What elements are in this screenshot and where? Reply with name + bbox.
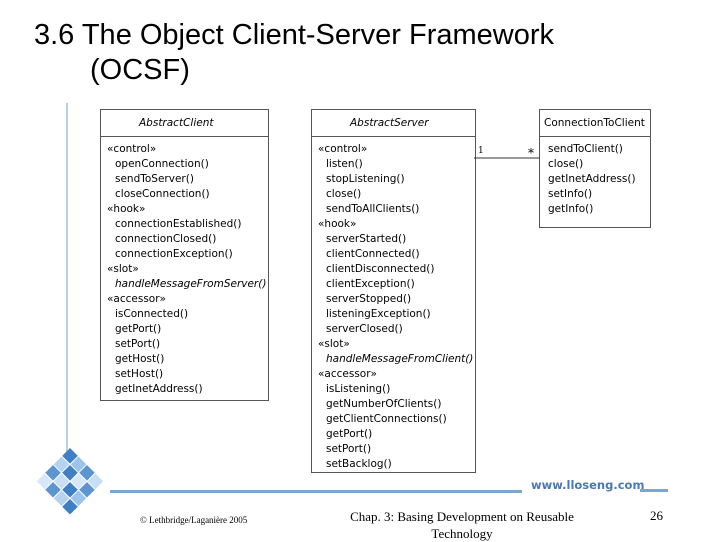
operation-label: sendToAllClients() [326, 203, 420, 215]
operation-label: serverClosed() [326, 323, 403, 335]
operation-label: getPort() [326, 428, 373, 440]
operation-label: stopListening() [326, 173, 405, 185]
operation-label: clientDisconnected() [326, 263, 435, 275]
operation-label: sendToClient() [548, 143, 623, 155]
operation-label: setInfo() [548, 188, 593, 200]
operation-label: handleMessageFromClient() [326, 353, 474, 365]
operation-label: close() [548, 158, 584, 170]
chapter-footer: Chap. 3: Basing Development on Reusable … [350, 509, 574, 541]
operation-label: closeConnection() [115, 188, 210, 200]
stereotype-label: «slot» [318, 338, 350, 350]
page-number: 26 [650, 508, 663, 523]
operation-label: getNumberOfClients() [326, 398, 442, 410]
stereotype-label: «hook» [318, 218, 357, 230]
operation-label: getInfo() [548, 203, 594, 215]
slide-title: 3.6 The Object Client-Server Framework (… [34, 18, 554, 88]
connection-to-client-operations: sendToClient() close() getInetAddress() set… [540, 137, 650, 217]
title-line-2: (OCSF) [90, 54, 190, 86]
operation-label: setPort() [115, 338, 161, 350]
operation-label: setBacklog() [326, 458, 392, 470]
operation-label: listen() [326, 158, 363, 170]
connection-to-client-name: ConnectionToClient [540, 110, 650, 137]
operation-label: connectionException() [115, 248, 233, 260]
stereotype-label: «control» [318, 143, 368, 155]
operation-label: setPort() [326, 443, 372, 455]
operation-label: close() [326, 188, 362, 200]
operation-label: getPort() [115, 323, 162, 335]
abstract-server-name: AbstractServer [312, 110, 475, 137]
vertical-accent-rule [66, 103, 68, 453]
title-line-1: 3.6 The Object Client-Server Framework [34, 19, 555, 51]
operation-label: openConnection() [115, 158, 209, 170]
operation-label: connectionEstablished() [115, 218, 242, 230]
stereotype-label: «accessor» [107, 293, 166, 305]
stereotype-label: «accessor» [318, 368, 377, 380]
operation-label: clientException() [326, 278, 415, 290]
operation-label: sendToServer() [115, 173, 194, 185]
operation-label: serverStarted() [326, 233, 407, 245]
site-url: www.lloseng.com [531, 478, 645, 492]
abstract-client-operations: «control» openConnection() sendToServer() c… [101, 137, 268, 397]
abstract-server-operations: «control» listen() stopListening() close() s… [312, 137, 475, 472]
operation-label: clientConnected() [326, 248, 420, 260]
stereotype-label: «hook» [107, 203, 146, 215]
connection-to-client-class: ConnectionToClient sendToClient() close()… [539, 109, 651, 228]
operation-label: getInetAddress() [115, 383, 203, 395]
stereotype-label: «control» [107, 143, 157, 155]
mosaic-logo-icon [36, 448, 104, 515]
operation-label: getInetAddress() [548, 173, 636, 185]
operation-label: connectionClosed() [115, 233, 217, 245]
server-multiplicity: 1 [478, 146, 484, 156]
abstract-client-class: AbstractClient «control» openConnection()… [100, 109, 269, 401]
horizontal-accent-rule-right [640, 489, 668, 492]
abstract-client-name: AbstractClient [101, 110, 268, 137]
operation-label: listeningException() [326, 308, 431, 320]
operation-label: isConnected() [115, 308, 189, 320]
client-multiplicity: * [528, 146, 534, 160]
copyright-footer: © Lethbridge/Laganière 2005 [140, 515, 248, 525]
horizontal-accent-rule [110, 490, 522, 493]
operation-label: getClientConnections() [326, 413, 447, 425]
operation-label: handleMessageFromServer() [115, 278, 267, 290]
association-line [474, 157, 540, 159]
operation-label: getHost() [115, 353, 165, 365]
operation-label: serverStopped() [326, 293, 412, 305]
operation-label: isListening() [326, 383, 391, 395]
abstract-server-class: AbstractServer «control» listen() stopList… [311, 109, 476, 473]
operation-label: setHost() [115, 368, 164, 380]
stereotype-label: «slot» [107, 263, 139, 275]
